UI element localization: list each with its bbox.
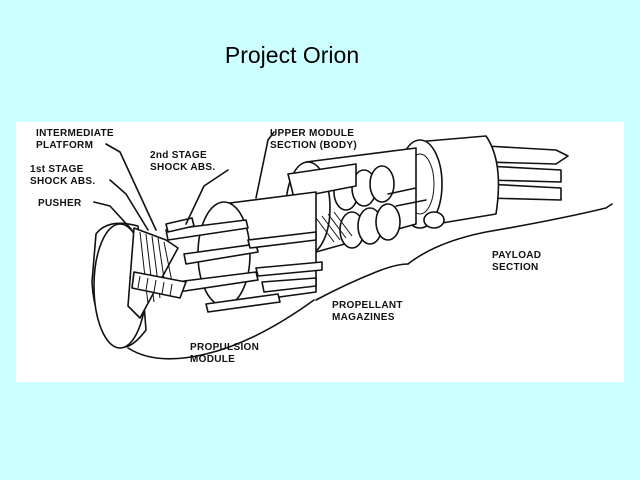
upper-module-drawing: [285, 147, 445, 301]
label-first-stage-line2: SHOCK ABS.: [30, 176, 95, 187]
label-payload-line2: SECTION: [492, 262, 539, 273]
label-payload-line1: PAYLOAD: [492, 250, 541, 261]
payload-section-drawing: [397, 135, 613, 265]
orion-diagram-drawing: INTERMEDIATE PLATFORM 1st STAGE SHOCK AB…: [30, 128, 613, 365]
label-second-stage-line1: 2nd STAGE: [150, 150, 207, 161]
label-first-stage-line1: 1st STAGE: [30, 164, 84, 175]
orion-diagram: INTERMEDIATE PLATFORM 1st STAGE SHOCK AB…: [16, 122, 624, 382]
label-intermediate-platform-line2: PLATFORM: [36, 140, 93, 151]
label-upper-module-line2: SECTION (BODY): [270, 140, 357, 151]
leader-lines: [93, 131, 275, 231]
label-propellant-line2: MAGAZINES: [332, 312, 395, 323]
label-propellant-line1: PROPELLANT: [332, 300, 403, 311]
label-propulsion-line1: PROPULSION: [190, 342, 259, 353]
slide-title: Project Orion: [224, 42, 360, 68]
label-second-stage-line2: SHOCK ABS.: [150, 162, 215, 173]
label-propulsion-line2: MODULE: [190, 354, 235, 365]
label-upper-module-line1: UPPER MODULE: [270, 128, 354, 139]
propulsion-module-drawing: [91, 191, 323, 360]
label-pusher: PUSHER: [38, 198, 82, 209]
label-intermediate-platform-line1: INTERMEDIATE: [36, 128, 114, 139]
